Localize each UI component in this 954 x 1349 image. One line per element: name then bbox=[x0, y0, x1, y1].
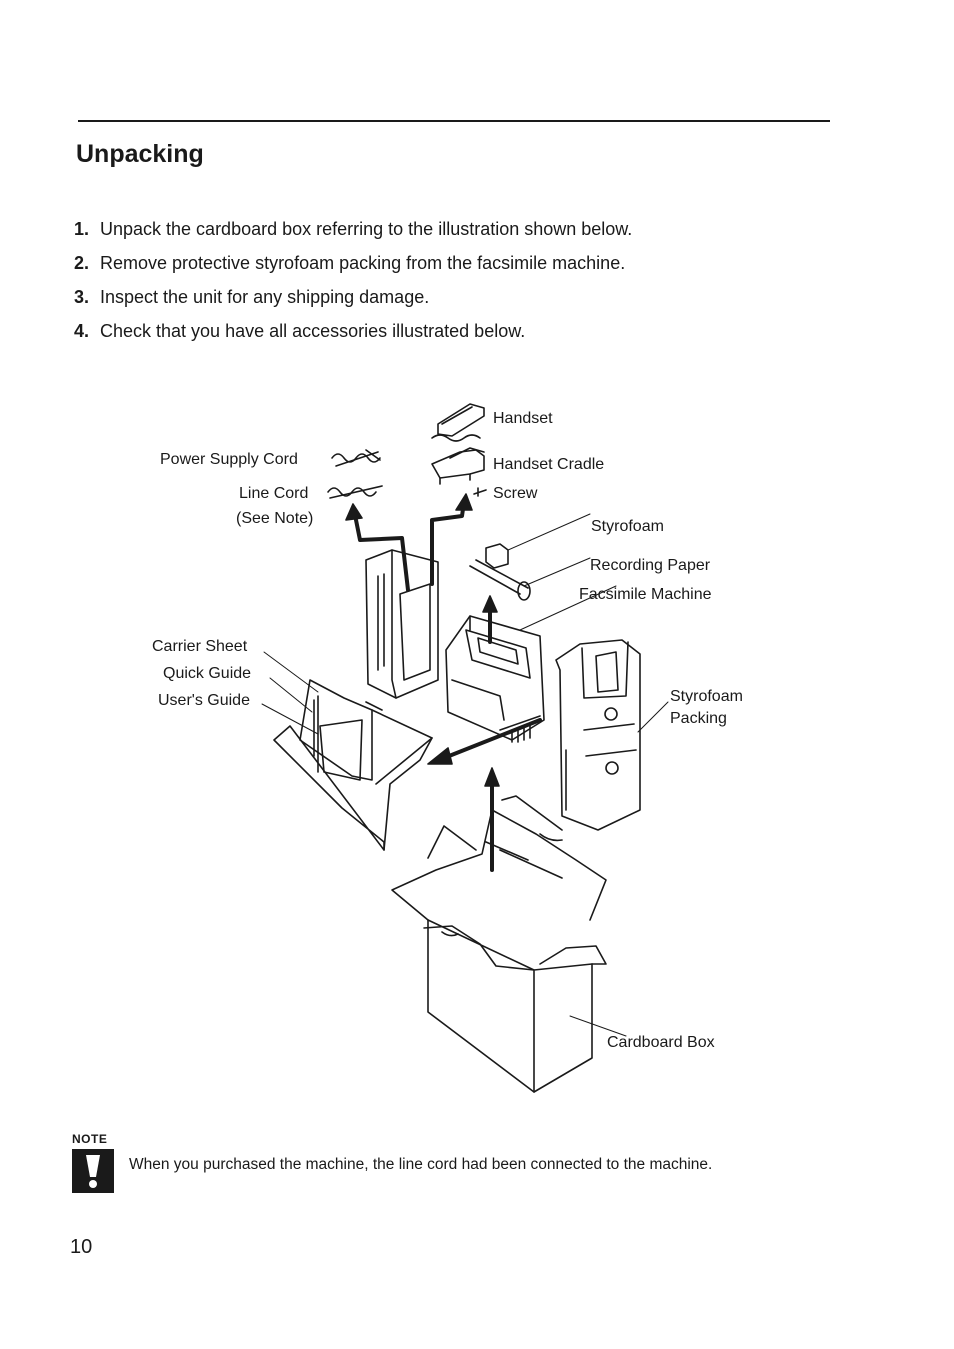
screw-illustration bbox=[473, 487, 487, 497]
documents-illustration bbox=[273, 679, 433, 851]
label-styrofoam-packing-1: Styrofoam bbox=[670, 688, 743, 705]
step-number: 1. bbox=[74, 219, 90, 239]
label-see-note: (See Note) bbox=[236, 510, 313, 527]
step-text: Unpack the cardboard box referring to th… bbox=[100, 219, 633, 239]
label-carrier-sheet: Carrier Sheet bbox=[152, 638, 248, 655]
list-item: 4. Check that you have all accessories il… bbox=[74, 314, 632, 348]
step-number: 2. bbox=[74, 253, 90, 273]
fax-machine-illustration bbox=[445, 615, 545, 743]
header-rule bbox=[78, 120, 830, 122]
handset-illustration bbox=[431, 403, 485, 442]
list-item: 1. Unpack the cardboard box referring to … bbox=[74, 212, 632, 246]
power-cord-illustration bbox=[331, 449, 381, 467]
steps-list: 1. Unpack the cardboard box referring to … bbox=[74, 212, 632, 348]
cardboard-box-illustration bbox=[391, 795, 607, 1093]
label-users-guide: User's Guide bbox=[158, 692, 250, 709]
label-quick-guide: Quick Guide bbox=[163, 665, 251, 682]
label-cardboard-box: Cardboard Box bbox=[607, 1034, 715, 1051]
left-styrofoam-illustration bbox=[365, 549, 439, 699]
exclamation-icon bbox=[72, 1149, 114, 1193]
label-styrofoam-packing-2: Packing bbox=[670, 710, 727, 727]
note-label: NOTE bbox=[72, 1132, 108, 1146]
right-styrofoam-illustration bbox=[555, 639, 641, 831]
line-cord-illustration bbox=[327, 485, 383, 499]
step-text: Check that you have all accessories illu… bbox=[100, 321, 526, 341]
step-text: Inspect the unit for any shipping damage… bbox=[100, 287, 430, 307]
handset-cradle-illustration bbox=[431, 447, 485, 485]
note-text: When you purchased the machine, the line… bbox=[129, 1156, 713, 1173]
label-line-cord: Line Cord bbox=[239, 485, 308, 502]
label-screw: Screw bbox=[493, 485, 538, 502]
unpacking-diagram: Handset Power Supply Cord Handset Cradle… bbox=[152, 403, 743, 1093]
page-title: Unpacking bbox=[76, 140, 204, 168]
label-power-supply-cord: Power Supply Cord bbox=[160, 451, 298, 468]
page-number: 10 bbox=[70, 1236, 93, 1258]
label-facsimile-machine: Facsimile Machine bbox=[579, 586, 712, 603]
list-item: 3. Inspect the unit for any shipping dama… bbox=[74, 280, 632, 314]
label-styrofoam: Styrofoam bbox=[591, 518, 664, 535]
label-handset: Handset bbox=[493, 410, 553, 427]
step-number: 3. bbox=[74, 287, 90, 307]
label-handset-cradle: Handset Cradle bbox=[493, 456, 604, 473]
list-item: 2. Remove protective styrofoam packing fr… bbox=[74, 246, 632, 280]
step-text: Remove protective styrofoam packing from… bbox=[100, 253, 626, 273]
step-number: 4. bbox=[74, 321, 90, 341]
label-recording-paper: Recording Paper bbox=[590, 557, 711, 574]
